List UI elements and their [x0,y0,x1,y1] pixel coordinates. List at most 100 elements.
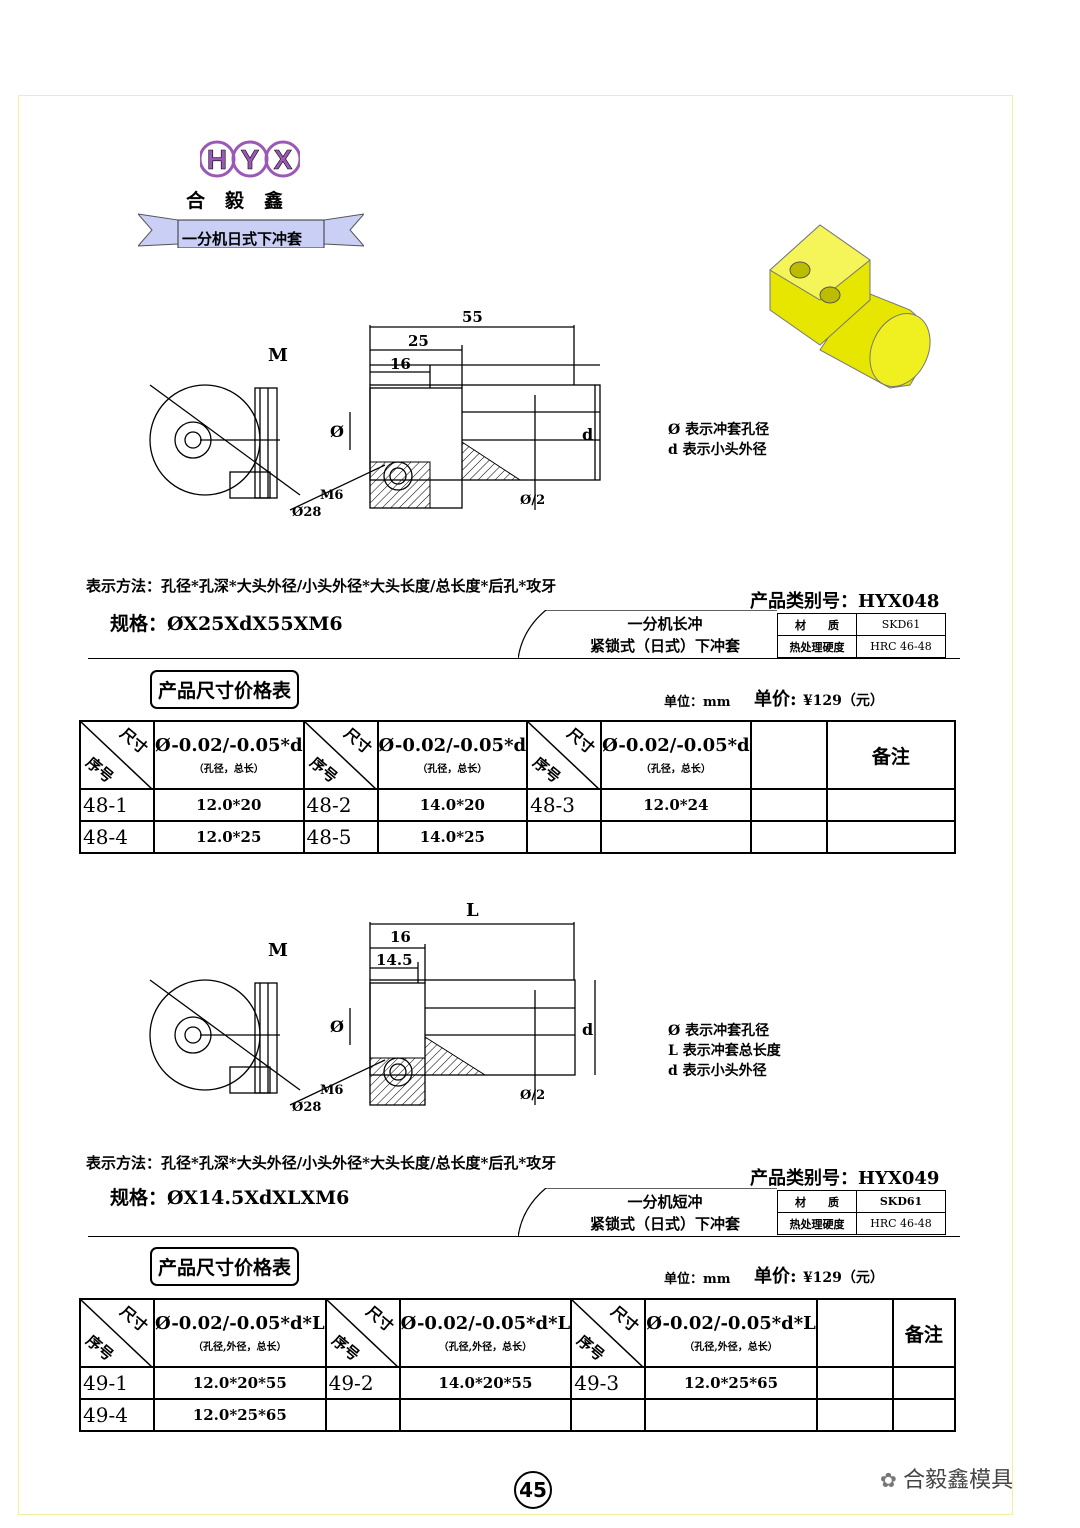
divider [88,1236,960,1237]
value-cell [398,1398,573,1432]
empty-header [815,1298,894,1368]
col-header-main: Ø-0.02/-0.05*d*L [400,1313,571,1334]
dim-55: 55 [462,308,483,326]
company-name: 合毅鑫 [186,190,304,212]
price-table-title-2: 产品尺寸价格表 [150,1247,300,1286]
unit-price-1: 单价: ¥129（元） [754,685,884,711]
diag-header: 尺寸 序号 [79,720,155,790]
col-header-sub: （孔径，总长） [640,764,711,775]
seq-cell: 49-2 [324,1366,401,1400]
part-3d-image [769,224,931,389]
title-banner [138,213,364,248]
hardness-value: HRC 46-48 [856,1212,946,1235]
hardness-value: HRC 46-48 [856,635,946,658]
title-box-outline-1 [518,610,777,660]
col-header-sub: （孔径,外径，总长） [684,1342,778,1353]
seq-cell: 48-3 [526,788,603,822]
svg-text:X: X [274,144,293,175]
page-frame [18,95,1013,1515]
note-line: d 表示小头外径 [668,442,767,458]
remarks-cell [891,1398,957,1432]
table-row: 48-4 12.0*25 48-5 14.0*25 [79,820,957,854]
col-header-main: Ø-0.02/-0.05*d*L [155,1313,325,1334]
spec-2: 规格：ØX14.5XdXLXM6 [110,1187,350,1209]
col-header-main: Ø-0.02/-0.05*d [378,735,527,756]
seq-cell [526,820,603,854]
dim-d: d [582,1020,594,1039]
dim-m: M [268,345,288,366]
product-title-line: 一分机短冲 [627,1193,703,1211]
note-line: d 表示小头外径 [668,1063,767,1079]
note-line: Ø 表示冲套孔径 [668,422,770,438]
seq-cell: 48-2 [302,788,379,822]
diag-header: 尺寸 序号 [79,1298,155,1368]
value-cell: 14.0*20*55 [398,1366,573,1400]
empty-cell [749,820,828,854]
value-cell: 12.0*20 [153,788,305,822]
diag-header: 尺寸 序号 [570,1298,647,1368]
diag-header: 尺寸 序号 [302,720,379,790]
col-header: Ø-0.02/-0.05*d（孔径，总长） [153,720,305,790]
col-header: Ø-0.02/-0.05*d*L （孔径,外径，总长） [153,1298,327,1368]
technical-drawing-1 [149,325,601,511]
empty-cell [749,788,828,822]
divider [88,658,960,659]
seq-cell: 48-4 [79,820,155,854]
dim-16: 16 [390,928,411,946]
hyx-logo: H Y X [200,140,300,178]
banner-title: 一分机日式下冲套 [182,230,303,248]
product-title-line: 一分机长冲 [627,615,703,633]
dim-16: 16 [390,355,411,373]
watermark: ✿ 合毅鑫模具 [880,1462,1013,1494]
unit-price-2: 单价: ¥129（元） [754,1262,884,1288]
remarks-header: 备注 [825,720,957,790]
value-cell: 14.0*25 [376,820,529,854]
remarks-header: 备注 [891,1298,957,1368]
value-cell [644,1398,818,1432]
dim-d: d [582,425,594,444]
material-label: 材 质 [777,1190,857,1213]
material-label: 材 质 [777,613,857,636]
legend-notes-1: Ø 表示冲套孔径 d 表示小头外径 [668,420,769,460]
col-header: Ø-0.02/-0.05*d*L（孔径,外径，总长） [398,1298,573,1368]
unit-2: 单位：mm [664,1272,731,1287]
col-header-main: Ø-0.02/-0.05*d [602,735,750,756]
dim-m: M [268,940,288,961]
dim-m6: M6 [320,1083,344,1098]
remarks-cell [891,1366,957,1400]
technical-drawing-2 [149,922,596,1106]
price-label: 单价: [754,1266,797,1287]
notation-method-1: 表示方法：孔径*孔深*大头外径/小头外径*大头长度/总长度*后孔*攻牙 [86,577,557,595]
col-header-main: Ø-0.02/-0.05*d [155,735,303,756]
spec-1: 规格：ØX25XdX55XM6 [110,613,343,635]
dim-25: 25 [408,332,429,350]
seq-cell: 48-1 [79,788,155,822]
product-code-2: 产品类别号：HYX049 [750,1168,940,1189]
svg-text:H: H [207,144,227,175]
hardness-label: 热处理硬度 [777,1212,857,1235]
notation-method-2: 表示方法：孔径*孔深*大头外径/小头外径*大头长度/总长度*后孔*攻牙 [86,1154,557,1172]
table-row: 48-1 12.0*20 48-2 14.0*20 48-3 12.0*24 [79,788,957,822]
page-number: 45 [514,1471,552,1509]
price-label: 单价: [754,689,797,710]
seq-cell: 49-3 [570,1366,647,1400]
value-cell: 12.0*25*65 [644,1366,818,1400]
watermark-text: 合毅鑫模具 [903,1468,1014,1493]
price-table-1: 尺寸 序号 Ø-0.02/-0.05*d （孔径，总长） 尺寸 序号 Ø-0.02… [79,720,957,854]
dim-28: Ø28 [292,505,322,520]
col-header-sub: （孔径,外径，总长） [193,1342,287,1353]
note-line: L 表示冲套总长度 [668,1043,781,1059]
value-cell: 12.0*25 [153,820,305,854]
col-header-main: Ø-0.02/-0.05*d*L [646,1313,816,1334]
product-code-1: 产品类别号：HYX048 [750,591,940,612]
table-row: 49-4 12.0*25*65 [79,1398,957,1432]
col-header-sub: （孔径，总长） [417,764,488,775]
dim-L: L [466,900,479,921]
price-table-title-1: 产品尺寸价格表 [150,670,300,709]
material-value: SKD61 [856,1190,946,1213]
svg-text:Y: Y [241,144,260,175]
col-header: Ø-0.02/-0.05*d （孔径，总长） [376,720,529,790]
diag-header: 尺寸 序号 [526,720,603,790]
